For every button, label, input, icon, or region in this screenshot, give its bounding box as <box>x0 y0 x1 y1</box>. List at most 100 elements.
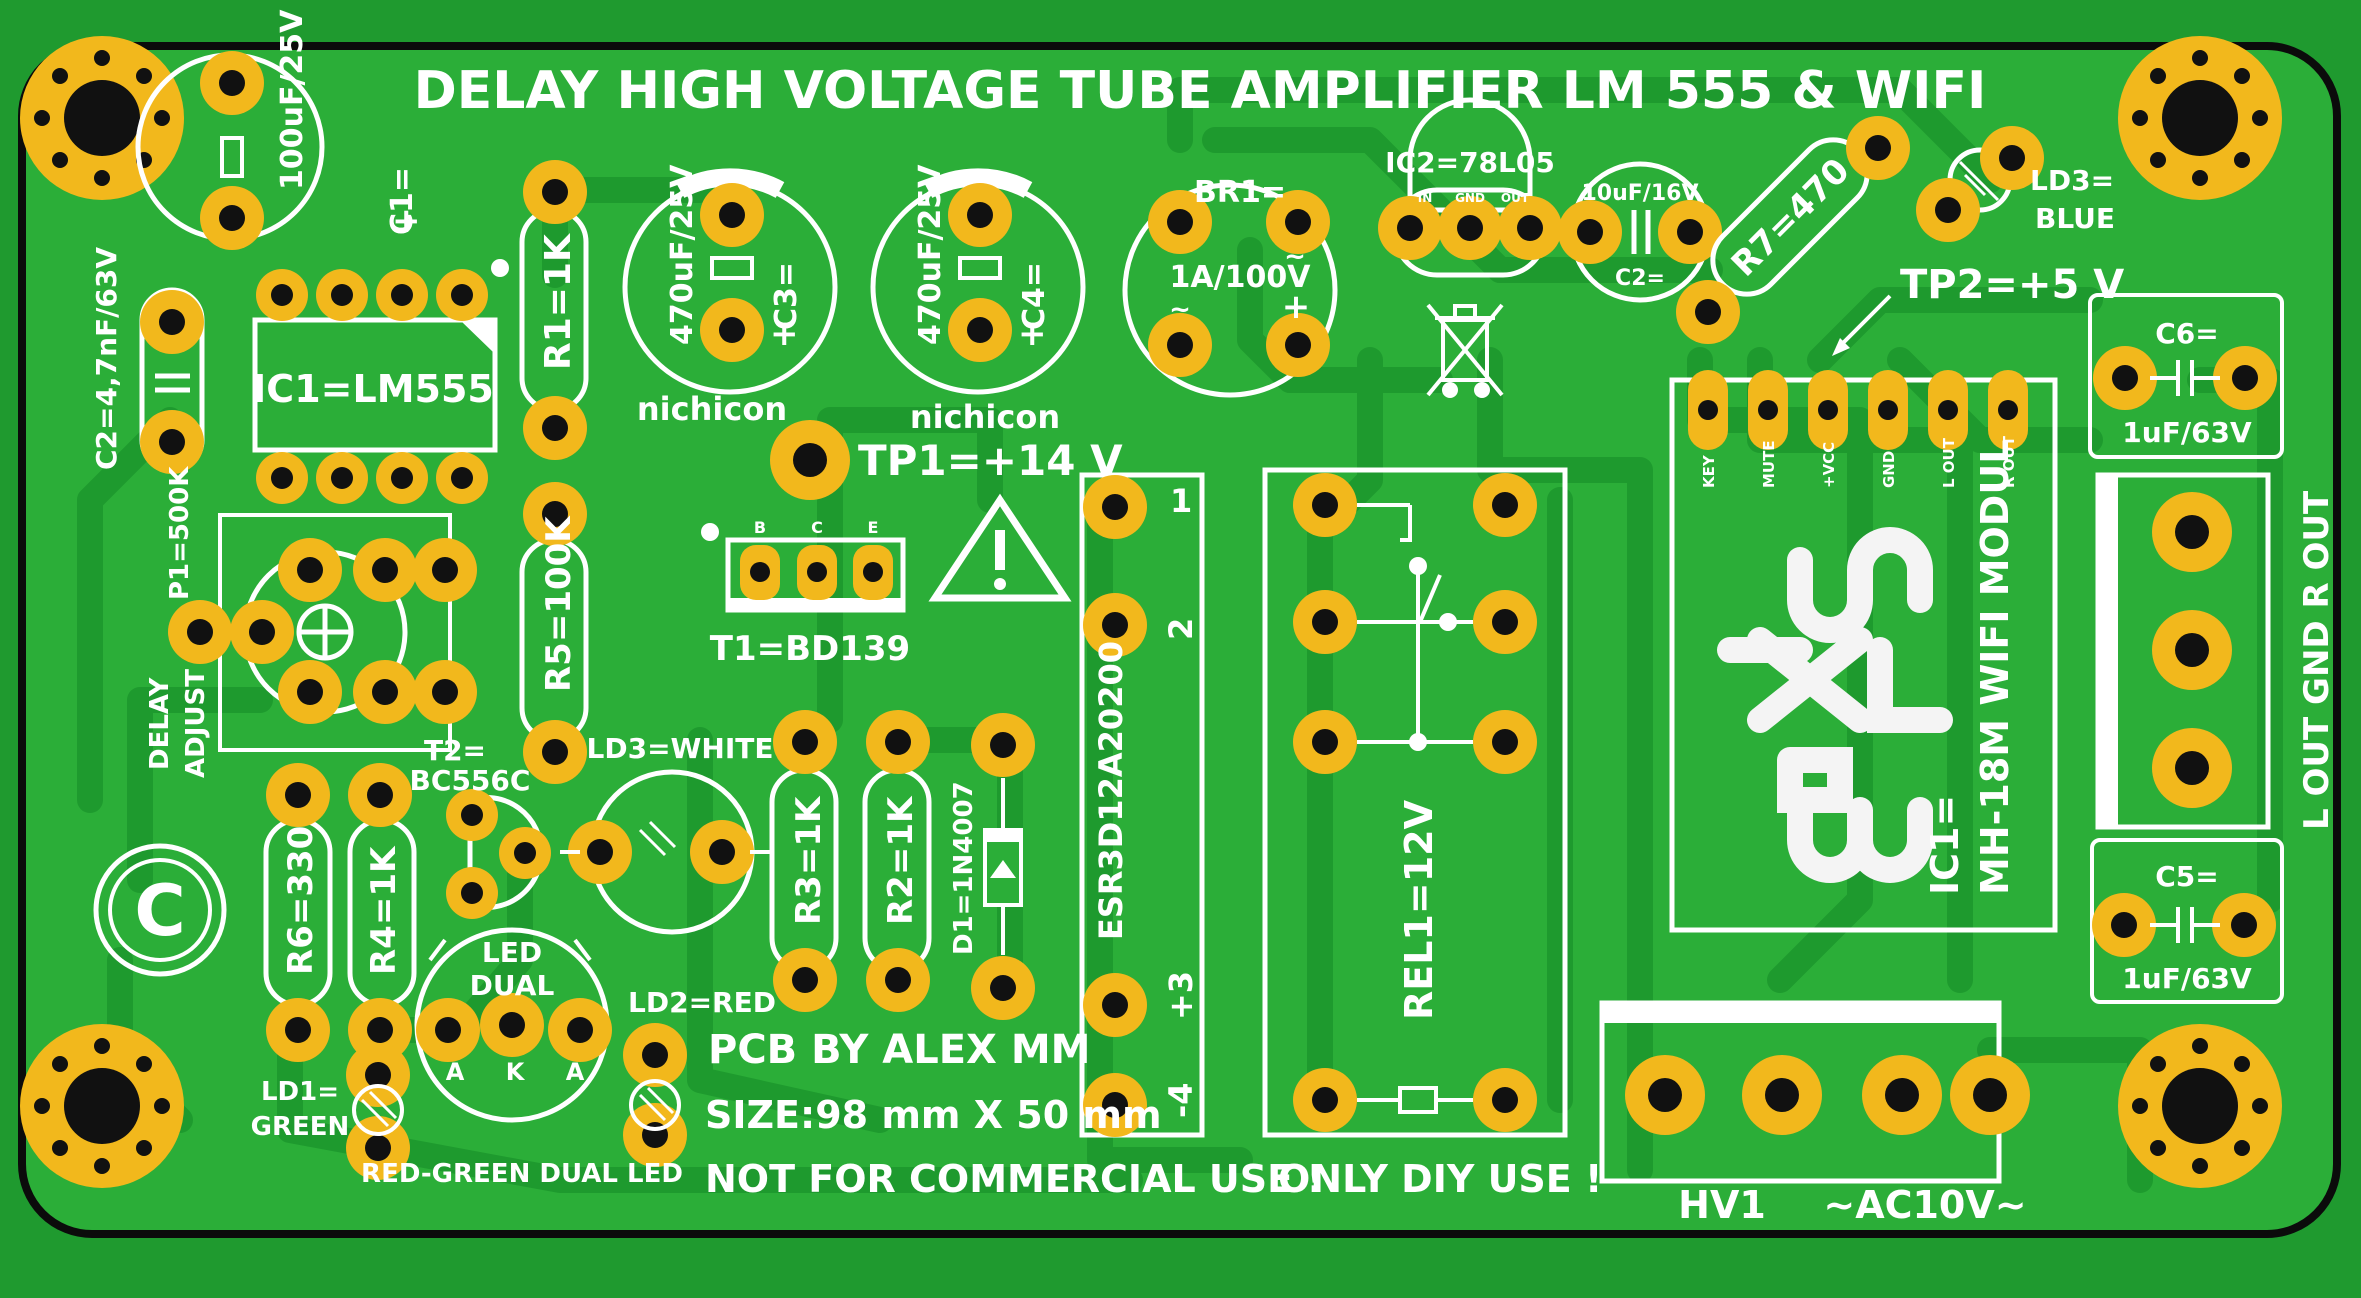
r5-label: R5=100K <box>539 515 579 692</box>
not-commercial-label: NOT FOR COMMERCIAL USE ! <box>705 1157 1324 1201</box>
wifi-pin-label: L OUT <box>1940 437 1958 488</box>
weee-bin-icon <box>1426 303 1504 398</box>
wifi-pin-label: GND <box>1880 451 1898 488</box>
ld3-blue-label-2: BLUE <box>2035 202 2115 235</box>
relay-pin-3-label: +3 <box>1162 971 1200 1020</box>
c2b-value-label: 10uF/16V <box>1582 181 1699 206</box>
capacitor-c3: 470uF/25V C3= + nichicon <box>622 164 838 428</box>
wifi-pin-label: MUTE <box>1760 440 1778 488</box>
ac10v-label: ~AC10V~ <box>1823 1183 2026 1227</box>
wifi-pin-label: KEY <box>1700 454 1718 488</box>
board-outline <box>18 42 2341 1238</box>
t1-pin-e-label: E <box>868 518 879 537</box>
ic1-lm555: IC1=LM555 <box>252 259 509 504</box>
size-label: SIZE:98 mm X 50 mm <box>705 1093 1162 1137</box>
delay-adjust-label-2: ADJUST <box>181 669 211 778</box>
c2b-name-label: C2= <box>1615 266 1665 291</box>
relay-part-number: ESR3D12A20200 <box>1092 641 1130 940</box>
diode-d1: D1=1N4007 <box>949 713 1035 1020</box>
led-dual: LED DUAL A K A <box>414 927 612 1123</box>
c4-plus-label: + <box>1018 314 1047 354</box>
led-pin-a-label: A <box>446 1058 465 1086</box>
wifi-pin-label: R OUT <box>2000 435 2018 488</box>
r4-label: R4=1K <box>364 845 404 975</box>
mounting-hole-bottom-right <box>2118 1024 2282 1188</box>
c5-value-label: 1uF/63V <box>2122 962 2252 995</box>
d1-label: D1=1N4007 <box>949 781 979 955</box>
r2-label: R2=1K <box>881 795 921 925</box>
led-pin-a-label: A <box>566 1058 585 1086</box>
t1-pin-b-label: B <box>754 518 766 537</box>
red-green-led-label: RED-GREEN DUAL LED <box>361 1159 683 1189</box>
capacitor-c1: 100uF/25V C1= + <box>135 9 421 250</box>
board-title: DELAY HIGH VOLTAGE TUBE AMPLIFIER LM 555… <box>414 61 1987 121</box>
ld2-label: LD2=RED <box>628 986 776 1019</box>
br1-tilde-label: ~ <box>1169 295 1191 325</box>
capacitor-c2: C2=4,7nF/63V <box>90 247 205 474</box>
credit-label: PCB BY ALEX MM <box>708 1027 1090 1073</box>
c3-name-label: C3= <box>769 262 804 330</box>
led-ld3-blue: LD3= BLUE <box>1916 126 2115 242</box>
ic2-label: IC2=78L05 <box>1385 146 1555 179</box>
ic2-pin-in-label: IN <box>1418 191 1433 205</box>
copyright-symbol: C <box>134 870 185 952</box>
relay-pin-2-label: 2 <box>1162 618 1200 640</box>
resistor-r1: R1=1K <box>519 160 589 460</box>
c4-name-label: C4= <box>1017 262 1052 330</box>
c6-name-label: C6= <box>2155 317 2219 350</box>
c1-value-label: 100uF/25V <box>275 9 310 190</box>
copyright-icon: C <box>93 843 227 977</box>
regulator-ic2: IC2=78L05 IN GND OUT <box>1378 97 1562 278</box>
test-point-tp1: TP1=+14 V <box>770 420 1123 500</box>
c6-value-label: 1uF/63V <box>2122 416 2252 449</box>
br1-tilde-label: ~ <box>1284 242 1306 272</box>
test-point-tp2: TP2=+5 V <box>1832 262 2124 356</box>
relay-pin-4-label: -4 <box>1162 1082 1200 1118</box>
resistor-r6: R6=330 <box>263 763 333 1062</box>
tp1-label: TP1=+14 V <box>858 436 1123 485</box>
c1-name-label: C1= <box>385 167 420 235</box>
rel1-label: REL1=12V <box>1397 799 1441 1020</box>
led-ld1-green: LD1= GREEN <box>251 1043 410 1180</box>
c5-name-label: C5= <box>2155 860 2219 893</box>
br1-plus-label: + <box>1282 287 1311 327</box>
c4-brand-label: nichicon <box>910 398 1060 436</box>
ic1-label: IC1=LM555 <box>252 367 494 411</box>
hv1-label: HV1 <box>1678 1183 1766 1227</box>
relay-connector-esr: 1 2 +3 -4 ESR3D12A20200 <box>1079 472 1205 1138</box>
capacitor-c4: 470uF/25V C4= + nichicon <box>870 164 1086 436</box>
t1-pin-c-label: C <box>811 518 823 537</box>
p1-label: P1=500K <box>165 466 195 600</box>
wifi-module-label-2: MH-18M WIFI MODUL <box>1973 440 2017 895</box>
mounting-hole-top-left <box>20 36 184 200</box>
ic2-pin-gnd-label: GND <box>1455 191 1485 205</box>
ld1-label-2: GREEN <box>251 1112 350 1142</box>
br1-value-label: 1A/100V <box>1170 260 1312 295</box>
c2-label: C2=4,7nF/63V <box>90 247 123 470</box>
tp2-label: TP2=+5 V <box>1900 262 2124 308</box>
resistor-r5: R5=100K <box>519 482 589 784</box>
output-labels: L OUT GND R OUT <box>2297 490 2337 830</box>
relay-pin-1-label: 1 <box>1170 482 1192 520</box>
t2-value-label: BC556C <box>410 764 531 797</box>
ld1-label-1: LD1= <box>261 1077 339 1107</box>
delay-adjust-label-1: DELAY <box>145 676 175 770</box>
br1-name-label: BR1= <box>1194 175 1286 210</box>
t2-name-label: T2= <box>424 734 486 767</box>
transistor-t2: T2= BC556C <box>410 734 551 919</box>
capacitor-c6: C6= 1uF/63V <box>2088 293 2284 459</box>
wifi-module-label-1: IC1= <box>1923 795 1967 895</box>
c1-plus-label: + <box>392 201 421 241</box>
c3-brand-label: nichicon <box>637 390 787 428</box>
relay-rel1: REL1=12V <box>1262 467 1568 1138</box>
warning-icon <box>928 493 1072 602</box>
r6-label: R6=330 <box>281 826 321 975</box>
wifi-antenna-icon <box>1717 527 1953 883</box>
capacitor-c5: C5= 1uF/63V <box>2090 838 2284 1004</box>
power-terminal: HV1 ~AC10V~ <box>1599 1000 2030 1227</box>
ld3-blue-label-1: LD3= <box>2030 164 2114 197</box>
resistor-r4: R4=1K <box>347 763 417 1062</box>
resistor-r3: R3=1K <box>769 710 839 1012</box>
wifi-module-ic1: KEY MUTE +VCC GND L OUT R OUT IC1= MH-18… <box>1669 370 2058 933</box>
